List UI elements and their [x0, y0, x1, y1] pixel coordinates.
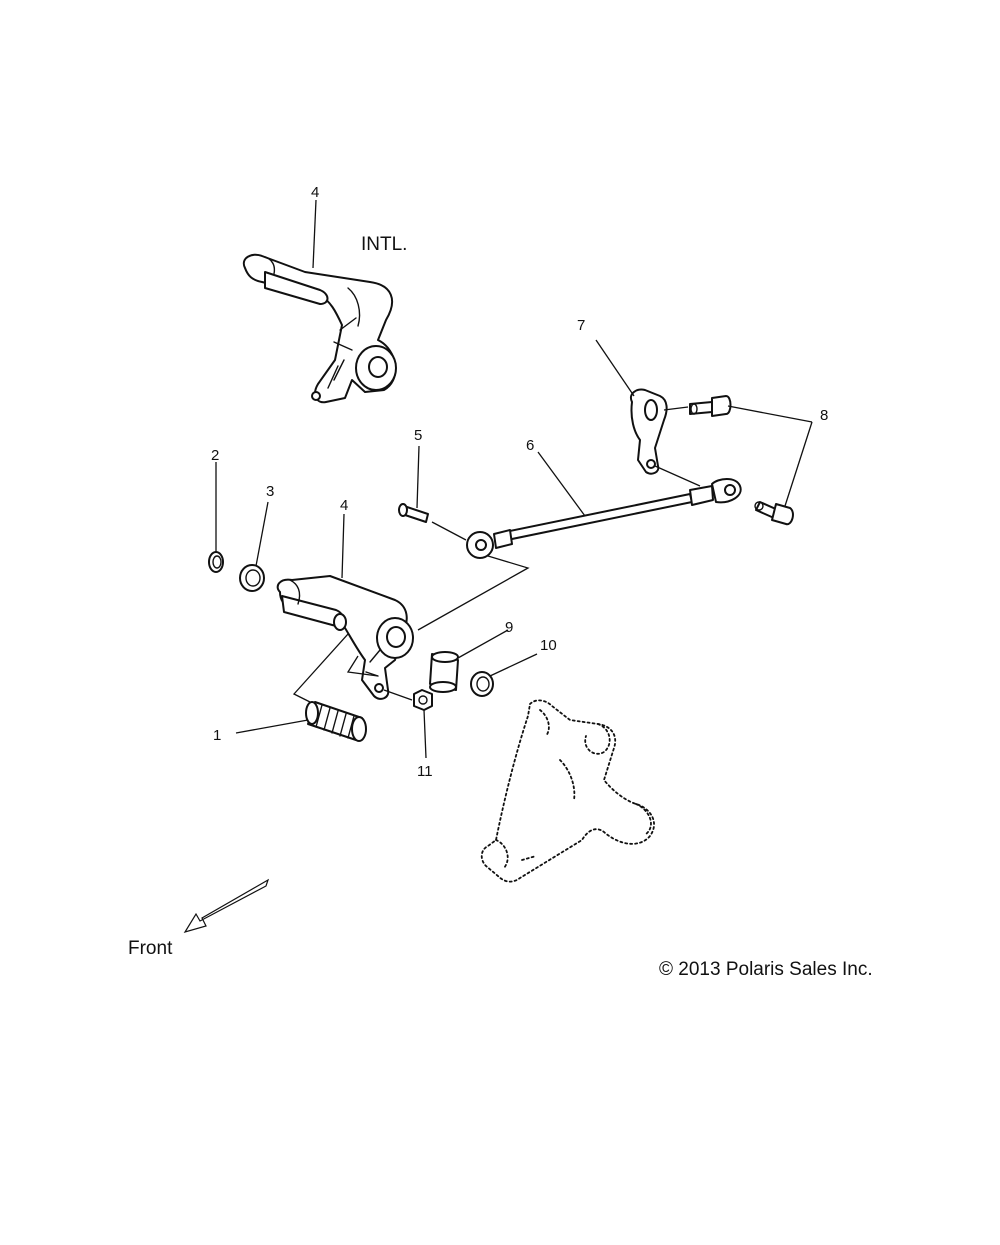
callout-4-mid: 4	[340, 497, 348, 514]
callout-11: 11	[417, 763, 433, 780]
linkage-rod	[466, 478, 742, 559]
callout-2: 2	[211, 447, 219, 464]
bushing	[429, 651, 459, 693]
bolt-lower	[754, 501, 794, 526]
callout-9: 9	[505, 619, 513, 636]
shift-arm	[630, 388, 668, 475]
shift-lever-intl	[242, 253, 397, 404]
front-label: Front	[128, 938, 173, 959]
callout-7: 7	[577, 317, 585, 334]
bolt-upper	[689, 395, 732, 417]
callout-6: 6	[526, 437, 534, 454]
callout-4-top: 4	[311, 184, 319, 201]
mounting-bracket-reference	[480, 699, 655, 883]
callout-10: 10	[540, 637, 557, 654]
circlip	[208, 551, 224, 573]
callout-5: 5	[414, 427, 422, 444]
washer-left	[239, 564, 265, 592]
footpeg-rubber	[305, 701, 367, 742]
washer-right	[470, 671, 494, 697]
copyright-text: © 2013 Polaris Sales Inc.	[659, 959, 873, 980]
front-arrow-icon	[183, 878, 270, 933]
nut	[413, 689, 433, 711]
shift-lever	[276, 575, 414, 700]
callout-1: 1	[213, 727, 221, 744]
intl-label: INTL.	[361, 234, 407, 255]
callout-8: 8	[820, 407, 828, 424]
callout-3: 3	[266, 483, 274, 500]
leader-lines	[215, 199, 813, 759]
pin	[398, 503, 429, 523]
